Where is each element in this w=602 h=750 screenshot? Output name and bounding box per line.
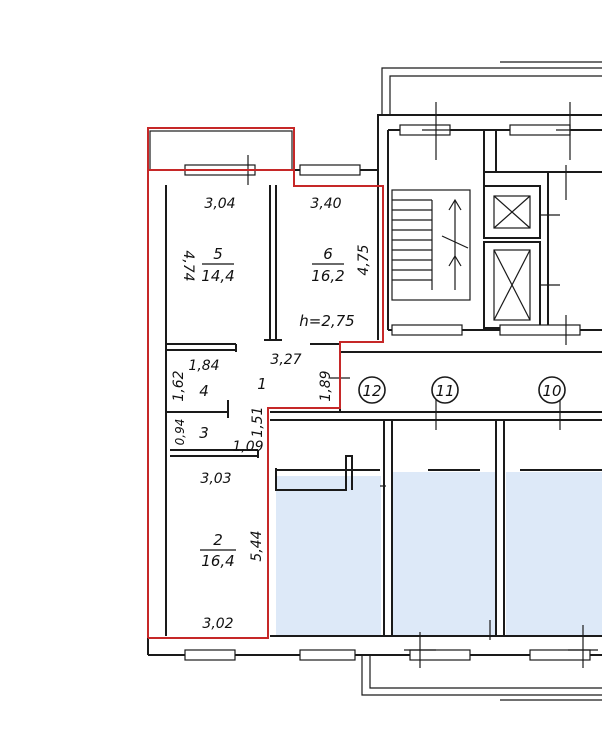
dim-corridor-depth: 1,51 — [250, 406, 266, 437]
adjacent-room-fill-a — [276, 476, 381, 636]
axis-marker-10: 10 — [538, 376, 566, 404]
elevator-shafts — [483, 130, 602, 330]
staircase — [391, 189, 471, 301]
room-5-label: 5 14,4 — [201, 245, 234, 285]
room-3-number: 3 — [199, 424, 209, 442]
dim-room2-depth: 5,44 — [249, 530, 265, 561]
axis-label-10: 10 — [542, 382, 561, 400]
room-4-number: 4 — [199, 382, 209, 400]
adjacent-room-fill-c — [506, 472, 602, 636]
flat-internal-walls — [165, 185, 340, 636]
dim-room6-depth: 4,75 — [356, 244, 372, 275]
dim-room3-width: 1,09 — [232, 439, 263, 455]
dim-room6-width: 3,40 — [310, 196, 341, 212]
axis-label-12: 12 — [362, 382, 381, 400]
ceiling-height: h=2,75 — [299, 312, 354, 330]
dim-room5-width: 3,04 — [204, 196, 235, 212]
room-2-number: 2 — [213, 531, 223, 549]
dim-hall-width: 3,27 — [270, 352, 301, 368]
room-1-number: 1 — [257, 375, 267, 393]
room-6-number: 6 — [323, 245, 333, 263]
room-6-area: 16,2 — [311, 267, 344, 285]
radiator-marks — [247, 102, 598, 668]
axis-label-11: 11 — [435, 382, 454, 400]
adjacent-room-fill-b — [392, 472, 496, 636]
room-5-area: 14,4 — [201, 267, 234, 285]
dim-hall-depth: 1,89 — [318, 370, 334, 401]
flat-highlight-outline — [147, 127, 384, 639]
dim-room3-depth: 0,94 — [173, 419, 187, 446]
dim-room5-depth: 4,74 — [180, 250, 196, 281]
dim-room2-width-top: 3,03 — [200, 471, 231, 487]
dim-room2-width-bottom: 3,02 — [202, 616, 233, 632]
dim-room4-width: 1,84 — [188, 358, 219, 374]
axis-marker-11: 11 — [431, 376, 459, 404]
room-6-label: 6 16,2 — [311, 245, 344, 285]
balcony — [149, 130, 293, 171]
axis-marker-12: 12 — [358, 376, 386, 404]
adjacent-partitions — [270, 420, 602, 637]
dim-room4-depth: 1,62 — [171, 370, 187, 401]
room-2-area: 16,4 — [201, 552, 234, 570]
room-5-number: 5 — [213, 245, 223, 263]
room-2-label: 2 16,4 — [200, 531, 236, 570]
